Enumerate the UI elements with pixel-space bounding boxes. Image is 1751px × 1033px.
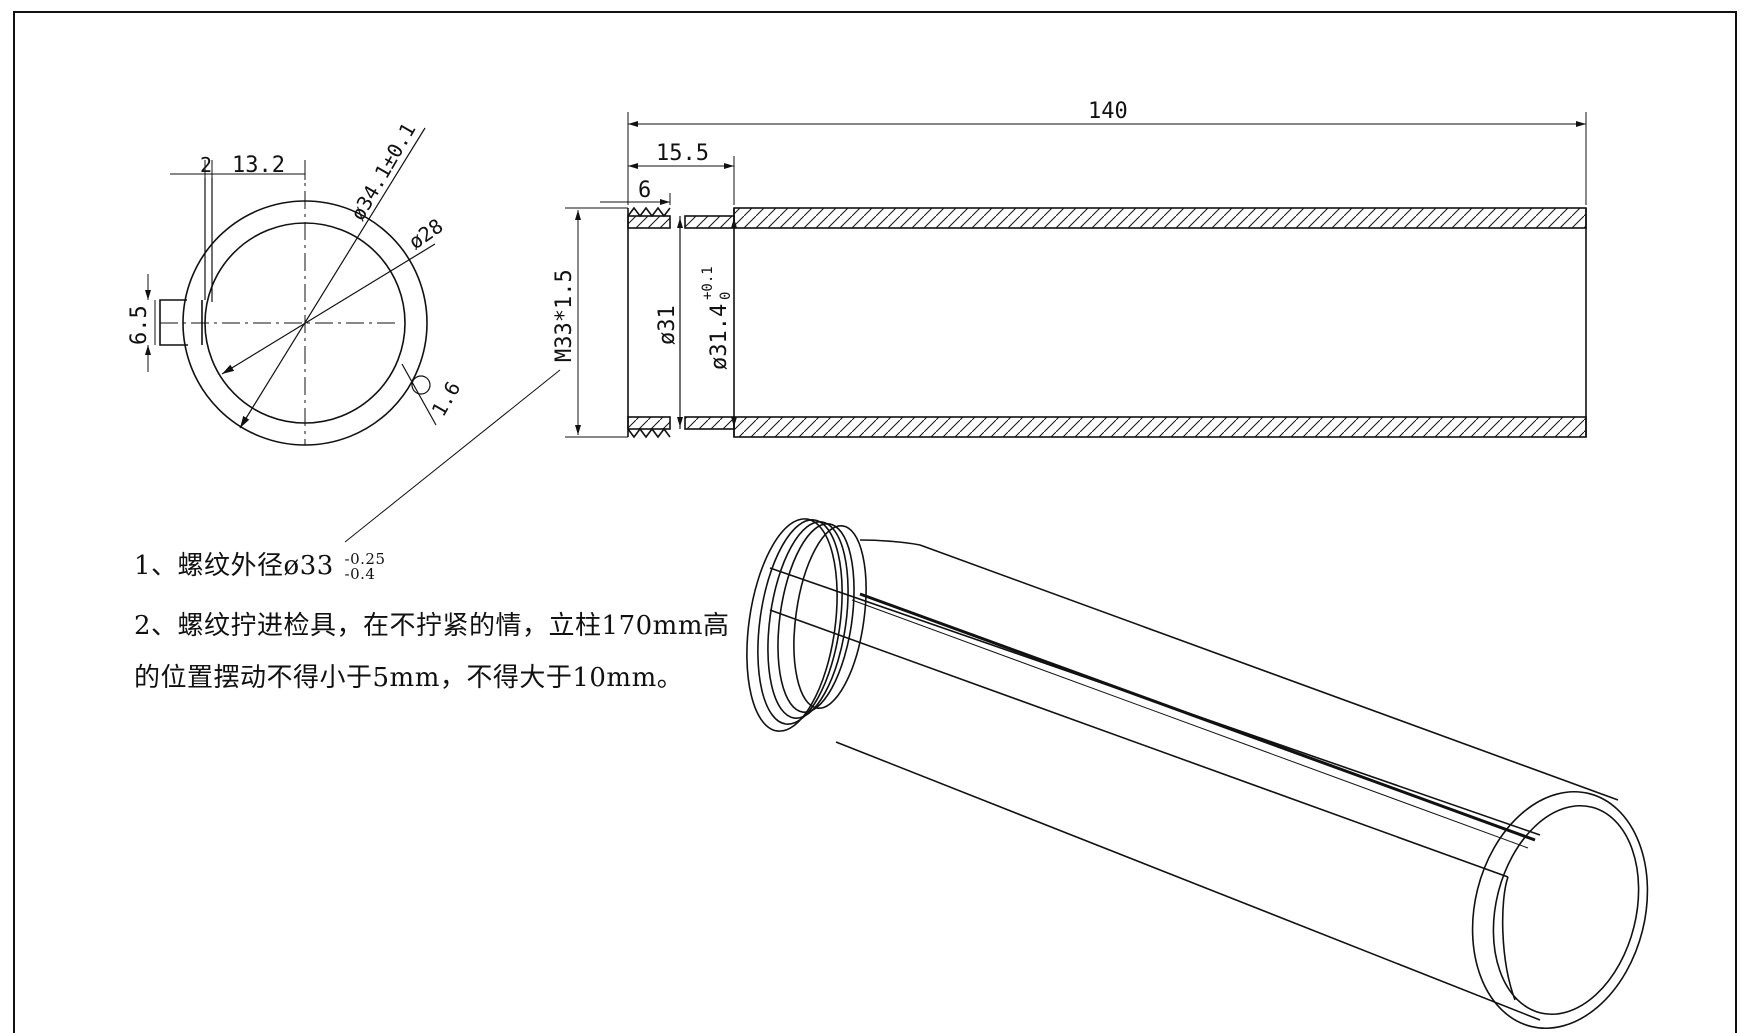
front-rim-outer	[1471, 790, 1649, 1030]
dim-thread-length: 6	[638, 178, 651, 203]
neck	[859, 539, 921, 546]
slot-edge-bottom	[769, 609, 1509, 878]
dim-slot-width: 2	[200, 153, 212, 177]
dim-tol-upper: +0.1	[700, 266, 716, 300]
note-2-line-1: 2、螺纹拧进检具，在不拧紧的情，立柱170mm高	[134, 611, 730, 641]
note-1-tolerance: -0.25 -0.4	[345, 552, 386, 582]
inner-dia-leader	[221, 243, 436, 375]
thread-ring-5	[793, 524, 867, 710]
drawing-border	[13, 11, 1737, 1033]
outer-dia-leader	[239, 127, 426, 429]
note-1-tol-upper: -0.25	[344, 550, 386, 568]
slot-groove	[859, 592, 1536, 842]
note-1-text: 1、螺纹外径ø33	[134, 551, 334, 581]
dim-tol-lower: 0	[718, 292, 734, 300]
thread-bottom	[627, 427, 671, 439]
thread-ring-2	[757, 519, 843, 725]
body-bottom-edge	[835, 741, 1541, 1021]
slot-outline	[159, 299, 188, 346]
note-1-tol-lower: -0.4	[344, 565, 376, 583]
note-1: 1、螺纹外径ø33 -0.25 -0.4	[134, 545, 386, 582]
thread-ring-1	[746, 518, 838, 732]
dim-bore-31: ø31	[655, 305, 680, 345]
dim-bore-314: ø31.4	[707, 304, 732, 370]
dim-thread: M33*1.5	[552, 269, 577, 362]
front-rim-inner	[1492, 804, 1640, 1016]
dim-total-length: 140	[1088, 99, 1128, 124]
section-view	[145, 127, 437, 446]
side-view	[344, 112, 1587, 543]
dim-outer-diameter: ø34.1±0.1	[346, 119, 421, 225]
note-2-line-2: 的位置摆动不得小于5mm，不得大于10mm。	[134, 663, 684, 693]
thread-top	[627, 206, 671, 218]
dim-fillet: 1.6	[427, 377, 466, 420]
bottom-wall	[733, 416, 1587, 438]
body-top-edge	[919, 544, 1619, 801]
note-leader	[344, 369, 561, 543]
isometric-view	[746, 518, 1649, 1030]
dim-inner-diameter: ø28	[404, 214, 447, 254]
top-wall	[733, 207, 1587, 229]
dim-offset: 13.2	[232, 153, 285, 178]
dim-bore-depth: 15.5	[656, 141, 709, 166]
thread-ring-3	[767, 521, 849, 719]
dim-slot-height: 6.5	[127, 305, 152, 345]
side-view-labels: 140 15.5 6 M33*1.5 ø31 ø31.4 +0.1 0	[552, 99, 1128, 370]
